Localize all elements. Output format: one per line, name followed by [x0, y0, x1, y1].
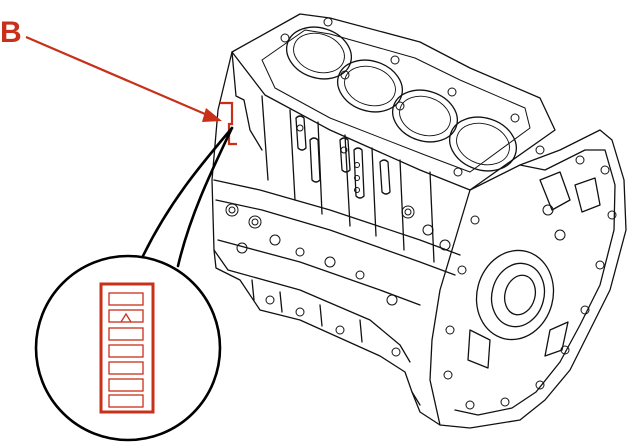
magnifier-leader-right: [176, 126, 234, 268]
inset-box: [108, 378, 144, 392]
front-bolt-holes: [443, 155, 617, 410]
inset-caret-mark: [120, 312, 132, 323]
inset-boxes: [108, 292, 144, 408]
inset-box: [108, 309, 144, 323]
magnifier-leader-left: [140, 126, 234, 260]
inset-box: [108, 292, 144, 306]
inset-box: [108, 344, 144, 358]
block-front-face: [411, 129, 627, 429]
side-bosses: [225, 124, 451, 357]
cylinder-bore-2: [337, 59, 403, 113]
cylinder-bores: [286, 26, 517, 172]
inset-box: [108, 394, 144, 408]
deck-bolt-holes: [280, 17, 545, 177]
magnifier-circle: [34, 254, 222, 442]
crank-bore: [475, 249, 555, 341]
cylinder-bore-1: [286, 26, 352, 80]
callout-b: [25, 35, 237, 146]
side-slots: [295, 115, 391, 199]
block-side-face: [211, 51, 411, 363]
engine-block: [211, 13, 627, 429]
callout-label-b: B: [0, 16, 22, 49]
inset-detail: [99, 282, 155, 414]
callout-arrowhead: [202, 108, 222, 122]
inset-frame: [99, 282, 155, 414]
cylinder-bore-4: [449, 116, 517, 172]
callout-target-bracket: [220, 101, 237, 146]
deck-outline: [231, 13, 556, 191]
inset-box: [108, 327, 144, 341]
magnifier: [34, 126, 234, 442]
callout-leader-line: [25, 35, 213, 119]
inset-box: [108, 361, 144, 375]
cylinder-bore-3: [392, 89, 458, 143]
